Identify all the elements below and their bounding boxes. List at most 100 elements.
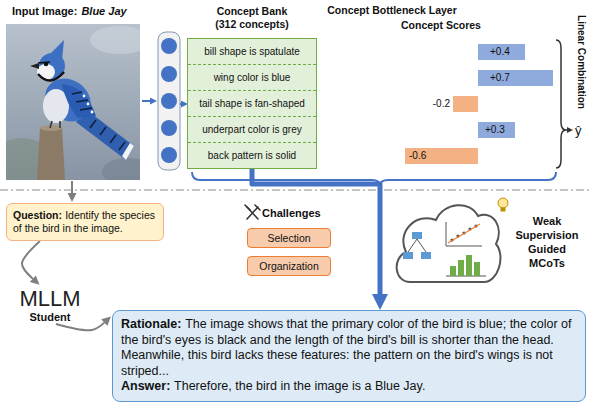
concept-row: back pattern is solid bbox=[188, 143, 316, 168]
text-group: MLLM bbox=[12, 286, 88, 311]
rationale-box: Rationale:The image shows that the prima… bbox=[112, 310, 586, 402]
bird-photo bbox=[37, 70, 99, 130]
flow-arrow bbox=[71, 181, 73, 193]
weak-supervision-cloud bbox=[474, 262, 480, 276]
label-text: Weak Supervision Guided MCoTs bbox=[516, 215, 579, 269]
concept-row: tail shape is fan-shaped bbox=[188, 91, 316, 117]
section-divider bbox=[0, 189, 590, 190]
weak-supervision-cloud bbox=[446, 222, 482, 246]
node-text: bill shape is spatulate bbox=[204, 46, 300, 57]
label-slot: Concept Scores bbox=[401, 19, 481, 32]
label-slot: Concept Bottleneck Layer bbox=[327, 4, 457, 17]
text-group: tail shape is fan-shaped bbox=[194, 91, 310, 116]
challenge-icon bbox=[245, 205, 250, 210]
bird-photo bbox=[87, 103, 90, 106]
bird-photo bbox=[30, 63, 39, 69]
connector-arrow bbox=[56, 323, 104, 331]
output-arrow bbox=[566, 129, 567, 131]
node-text: Selection bbox=[267, 232, 310, 244]
challenge-box: Selection bbox=[247, 228, 331, 248]
flow-arrow bbox=[142, 100, 150, 102]
bird-photo bbox=[38, 72, 64, 81]
node-text: Therefore, the bird in the image is a Bl… bbox=[174, 379, 425, 393]
label-text: -0.2 bbox=[433, 98, 450, 109]
label-text: Concept Scores bbox=[401, 19, 481, 31]
text-group: Student bbox=[12, 311, 88, 324]
bird-photo bbox=[62, 84, 96, 118]
curly-brace bbox=[556, 40, 566, 168]
node-text: tail shape is fan-shaped bbox=[199, 98, 305, 109]
label-slot: Linear Combination bbox=[575, 15, 587, 109]
weak-supervision-cloud bbox=[412, 232, 422, 239]
text-group: Concept Bank (312 concepts) bbox=[210, 5, 294, 31]
bird-photo bbox=[72, 92, 92, 110]
weak-supervision-cloud bbox=[403, 252, 413, 259]
bird-photo bbox=[50, 121, 60, 128]
text-group: Question:Identify the species of the bir… bbox=[13, 209, 157, 235]
challenge-icon bbox=[245, 205, 260, 219]
encoder-column bbox=[161, 93, 177, 109]
encoder-column bbox=[161, 120, 177, 136]
node-text: wing color is blue bbox=[214, 72, 291, 83]
label-text: Challenges bbox=[262, 207, 321, 219]
connector-arrow bbox=[22, 241, 40, 279]
weak-supervision-cloud bbox=[397, 205, 501, 282]
bird-photo bbox=[37, 128, 65, 180]
weak-supervision-cloud bbox=[408, 239, 426, 252]
score-bars bbox=[453, 96, 478, 112]
bird-photo bbox=[90, 26, 140, 54]
encoder-column bbox=[158, 32, 180, 170]
text-group: Selection bbox=[248, 229, 330, 247]
challenge-box: Organization bbox=[247, 256, 331, 276]
bird-photo bbox=[44, 62, 48, 66]
lightbulb-icon bbox=[498, 198, 508, 208]
concept-row: bill shape is spatulate bbox=[188, 39, 316, 65]
score-bars bbox=[478, 70, 553, 86]
node-text: back pattern is solid bbox=[208, 150, 296, 161]
label-slot: +0.7 bbox=[490, 72, 510, 84]
node-text: Student bbox=[12, 311, 88, 324]
model-label: MLLMStudent bbox=[12, 286, 88, 324]
lightbulb-icon bbox=[498, 198, 508, 212]
label-slot: -0.2 bbox=[433, 98, 450, 110]
label-slot: Challenges bbox=[262, 206, 321, 220]
node-text: The image shows that the primary color o… bbox=[121, 317, 572, 378]
bird-photo bbox=[102, 158, 140, 180]
score-bars bbox=[478, 44, 525, 60]
label-text: Linear Combination bbox=[576, 15, 587, 109]
encoder-column bbox=[161, 147, 177, 163]
label-text: Concept Bottleneck Layer bbox=[327, 4, 457, 16]
concept-row: wing color is blue bbox=[188, 65, 316, 91]
text-group: wing color is blue bbox=[194, 65, 310, 90]
label-text: Input Image: bbox=[12, 5, 77, 17]
node-text: Question: bbox=[13, 209, 62, 221]
label-text: +0.7 bbox=[490, 72, 510, 83]
question-box: Question:Identify the species of the bir… bbox=[6, 203, 164, 241]
label-text: -0.6 bbox=[409, 150, 426, 161]
label-text: +0.3 bbox=[485, 124, 505, 135]
text-group: Answer:Therefore, the bird in the image … bbox=[121, 379, 577, 395]
label-text: Blue Jay bbox=[81, 5, 126, 17]
score-bars bbox=[405, 148, 478, 164]
bird-photo bbox=[38, 62, 50, 63]
challenge-icon bbox=[255, 205, 260, 210]
label-slot: +0.4 bbox=[490, 46, 510, 58]
text-group: Rationale:The image shows that the prima… bbox=[121, 317, 577, 379]
bird-photo bbox=[83, 95, 86, 98]
node-text: underpart color is grey bbox=[202, 124, 302, 135]
concept-bank-box: Concept Bank (312 concepts)bill shape is… bbox=[187, 38, 317, 169]
encoder-column bbox=[161, 38, 177, 54]
bird-photo bbox=[122, 143, 134, 160]
flow-arrow bbox=[180, 103, 181, 105]
weak-supervision-cloud bbox=[450, 266, 456, 276]
text-group: back pattern is solid bbox=[194, 143, 310, 168]
text-group: Organization bbox=[248, 257, 330, 275]
score-bars bbox=[405, 44, 553, 164]
text-group: bill shape is spatulate bbox=[194, 39, 310, 64]
weak-supervision-cloud bbox=[421, 252, 431, 259]
bird-photo bbox=[91, 111, 94, 114]
score-bars bbox=[478, 122, 515, 138]
label-slot: ŷ bbox=[575, 123, 582, 138]
label-slot: Weak Supervision Guided MCoTs bbox=[510, 214, 584, 270]
